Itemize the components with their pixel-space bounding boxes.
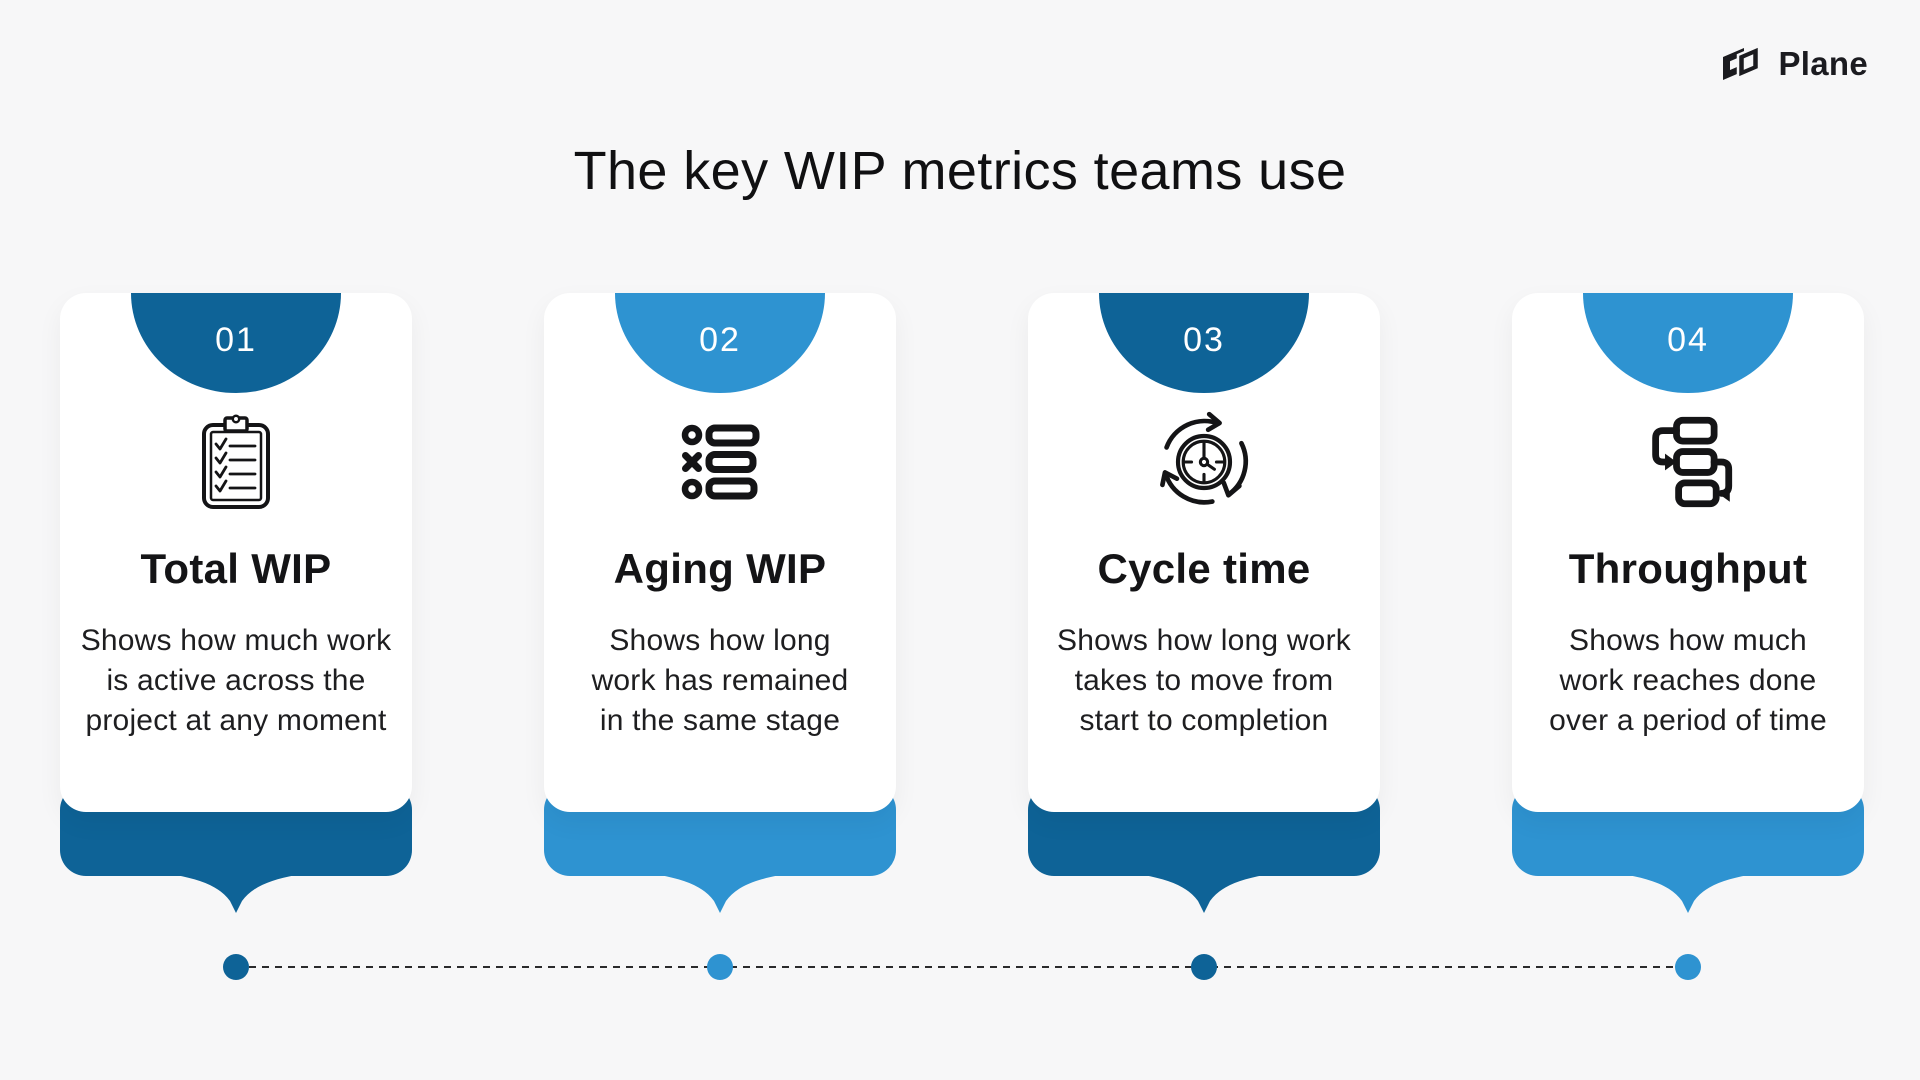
cycle-clock-icon xyxy=(1152,401,1256,523)
card-pointer-tail xyxy=(1144,875,1264,918)
brand-logo: Plane xyxy=(1722,44,1868,84)
timeline-dot-2 xyxy=(707,954,733,980)
number-badge: 01 xyxy=(131,293,341,393)
card-title: Aging WIP xyxy=(613,545,827,592)
timeline-dot-4 xyxy=(1675,954,1701,980)
card-number: 03 xyxy=(1183,320,1225,359)
card-pointer-tail xyxy=(176,875,296,918)
metric-card-cycle-time: 03 xyxy=(1028,293,1380,918)
card-body: 01 Total WIP Shows how much wor xyxy=(60,293,412,812)
number-badge: 03 xyxy=(1099,293,1309,393)
card-number: 04 xyxy=(1667,320,1709,359)
card-description: Shows how much work is active across the… xyxy=(80,624,392,737)
card-pointer-tail xyxy=(660,875,780,918)
card-body: 03 xyxy=(1028,293,1380,812)
card-body: 02 Aging WIP Shows how long work has xyxy=(544,293,896,812)
metric-card-total-wip: 01 Total WIP Shows how much wor xyxy=(60,293,412,918)
metric-card-throughput: 04 Throughput Shows how much work reache xyxy=(1512,293,1864,918)
clipboard-checklist-icon xyxy=(200,401,272,523)
card-title: Total WIP xyxy=(140,545,332,592)
number-badge: 04 xyxy=(1583,293,1793,393)
page-title: The key WIP metrics teams use xyxy=(573,141,1347,201)
card-title: Cycle time xyxy=(1097,545,1311,592)
card-title: Throughput xyxy=(1568,545,1808,592)
plane-logo-icon xyxy=(1722,44,1768,84)
workflow-icon xyxy=(1641,401,1735,523)
number-badge: 02 xyxy=(615,293,825,393)
card-description: Shows how long work takes to move from s… xyxy=(1057,624,1351,737)
timeline-dot-3 xyxy=(1191,954,1217,980)
card-pointer-tail xyxy=(1628,875,1748,918)
brand-name: Plane xyxy=(1778,45,1868,82)
card-number: 02 xyxy=(699,320,741,359)
card-description: Shows how long work has remained in the … xyxy=(591,624,849,737)
task-list-icon xyxy=(679,401,761,523)
card-number: 01 xyxy=(215,320,257,359)
card-description: Shows how much work reaches done over a … xyxy=(1549,624,1827,737)
metric-card-aging-wip: 02 Aging WIP Shows how long work has xyxy=(544,293,896,918)
timeline-dot-1 xyxy=(223,954,249,980)
metric-cards-row: 01 Total WIP Shows how much wor xyxy=(60,293,1864,918)
timeline-dashed-line xyxy=(236,966,1688,968)
card-body: 04 Throughput Shows how much work reache xyxy=(1512,293,1864,812)
